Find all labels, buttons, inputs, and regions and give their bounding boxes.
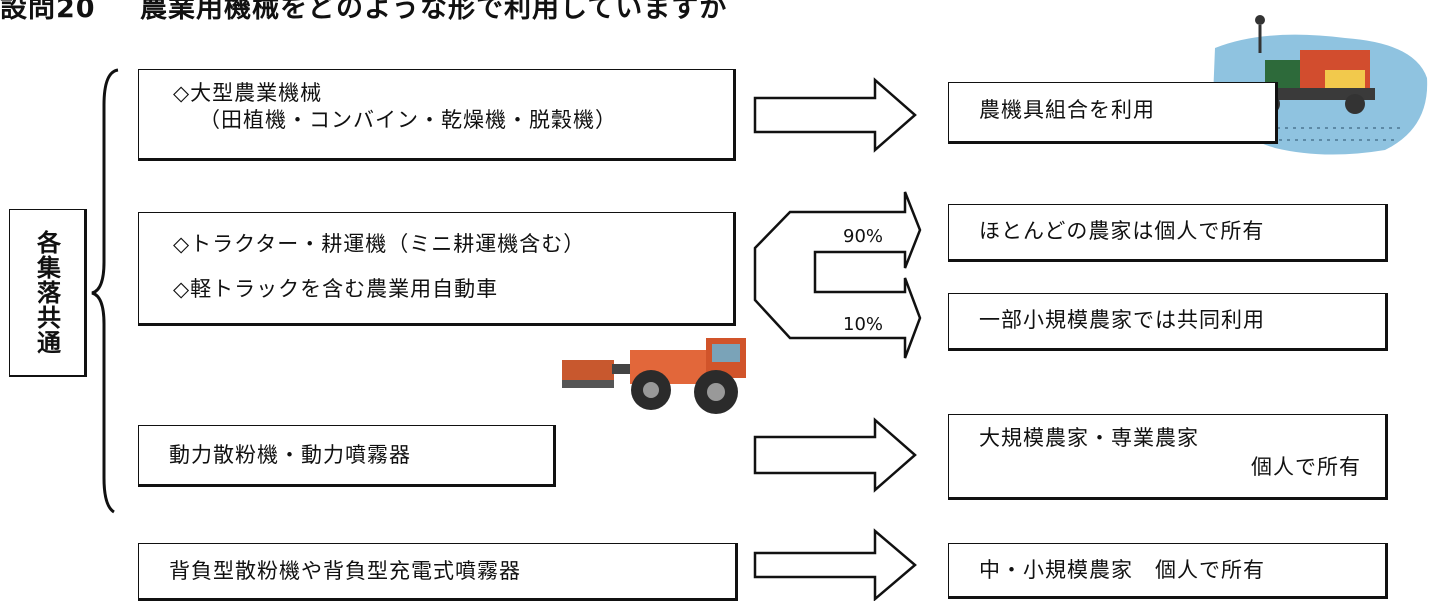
question-title: 設問20 農業用機械をどのような形で利用していますか (0, 0, 727, 26)
right-box-shared: 一部小規模農家では共同利用 (948, 293, 1388, 351)
left-box-line: 背負型散粉機や背負型充電式噴霧器 (169, 559, 521, 583)
branch-percent-90: 90% (843, 226, 884, 247)
left-box-backpack-sprayer: 背負型散粉機や背負型充電式噴霧器 (138, 543, 738, 601)
right-box-line: 中・小規模農家 個人で所有 (979, 558, 1265, 582)
group-brace (91, 68, 119, 514)
left-box-line: ◇トラクター・耕運機（ミニ耕運機含む） (173, 232, 586, 256)
arrow-row3 (753, 417, 917, 493)
question-number: 設問20 (0, 0, 96, 24)
tractor-illustration (562, 338, 746, 414)
left-box-large-machinery: ◇大型農業機械 （田植機・コンバイン・乾燥機・脱穀機） (138, 69, 736, 161)
right-box-line: 農機具組合を利用 (979, 98, 1155, 122)
group-label-box: 各集落共通 (9, 209, 87, 377)
right-box-line: ほとんどの農家は個人で所有 (979, 219, 1265, 243)
question-text: 農業用機械をどのような形で利用していますか (140, 0, 728, 24)
right-box-small-farm: 中・小規模農家 個人で所有 (948, 543, 1388, 599)
group-label: 各集落共通 (32, 230, 61, 355)
left-box-line: ◇軽トラックを含む農業用自動車 (173, 277, 499, 302)
left-box-line: 動力散粉機・動力噴霧器 (169, 443, 411, 467)
arrow-row1 (753, 77, 917, 153)
arrow-branch (753, 191, 922, 359)
left-box-line: ◇大型農業機械 (173, 81, 323, 105)
right-box-large-farm: 大規模農家・専業農家 個人で所有 (948, 414, 1388, 500)
right-box-individual: ほとんどの農家は個人で所有 (948, 204, 1388, 262)
right-box-line: 一部小規模農家では共同利用 (979, 308, 1265, 332)
left-box-line: （田植機・コンバイン・乾燥機・脱穀機） (199, 108, 617, 133)
arrow-row4 (753, 528, 917, 601)
right-box-line: 大規模農家・専業農家 (979, 426, 1199, 450)
right-box-cooperative: 農機具組合を利用 (948, 82, 1278, 144)
left-box-power-duster: 動力散粉機・動力噴霧器 (138, 425, 556, 487)
branch-percent-10: 10% (843, 314, 884, 335)
left-box-tractor: ◇トラクター・耕運機（ミニ耕運機含む） ◇軽トラックを含む農業用自動車 (138, 212, 736, 326)
right-box-line: 個人で所有 (1251, 455, 1361, 480)
